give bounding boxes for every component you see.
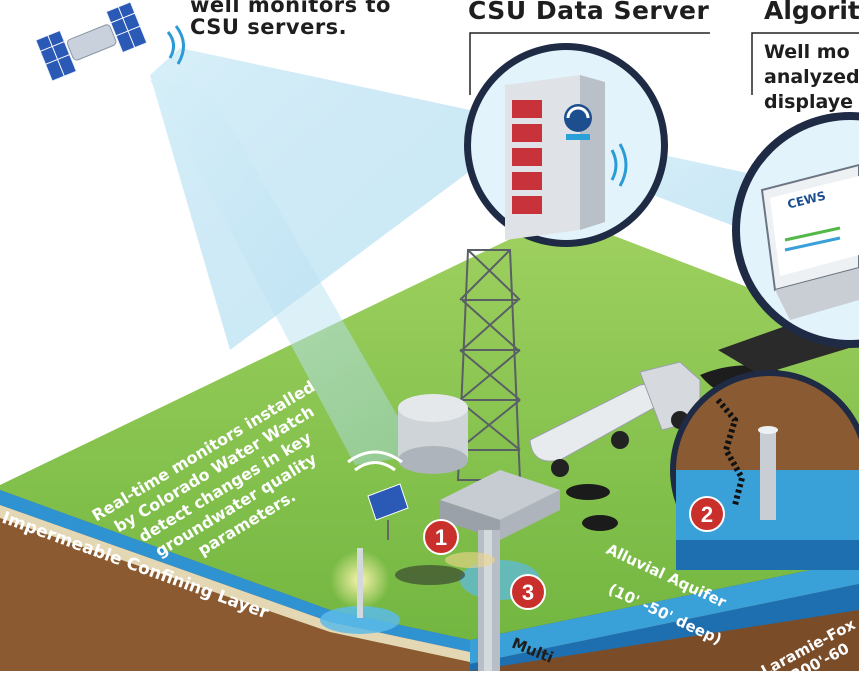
- svg-text:2: 2: [701, 502, 713, 527]
- algorithm-body: Well mo analyzed displaye: [764, 40, 859, 115]
- algorithm-title: Algorit: [764, 0, 859, 25]
- server-title: CSU Data Server: [468, 0, 710, 25]
- satellite-icon: [35, 1, 185, 82]
- algorithm-body-line3: displaye: [764, 91, 854, 113]
- storage-tank: [398, 394, 468, 474]
- solar-monitor-station: [330, 450, 409, 618]
- marker-2: 2: [689, 496, 725, 532]
- server-rack-icon: [505, 75, 605, 240]
- svg-text:1: 1: [435, 525, 447, 550]
- tanker-truck: [529, 361, 701, 477]
- laptop-icon: [760, 163, 859, 320]
- algorithm-body-line2: analyzed: [764, 66, 859, 88]
- satellite-caption-line2: CSU servers.: [190, 15, 348, 39]
- groundwater-monitoring-diagram: 1 2 3: [0, 1, 859, 671]
- satellite-to-server-beam: [150, 48, 478, 350]
- contaminant-plume: [395, 552, 495, 585]
- satellite-caption: well monitors to CSU servers.: [190, 0, 391, 38]
- ground-to-satellite-beam: [150, 80, 420, 465]
- confining-layer-band: [0, 490, 470, 652]
- marker-3: 3: [510, 574, 546, 610]
- marker-1: 1: [423, 519, 459, 555]
- drilling-rig: [456, 249, 522, 481]
- algorithm-body-line1: Well mo: [764, 41, 850, 63]
- laptop-circle: [732, 112, 859, 348]
- server-callout-bracket: [469, 32, 859, 95]
- satellite-caption-line1: well monitors to: [190, 0, 391, 17]
- server-circle: [464, 43, 668, 247]
- svg-text:3: 3: [522, 580, 534, 605]
- alluvial-aquifer-band: [470, 560, 859, 664]
